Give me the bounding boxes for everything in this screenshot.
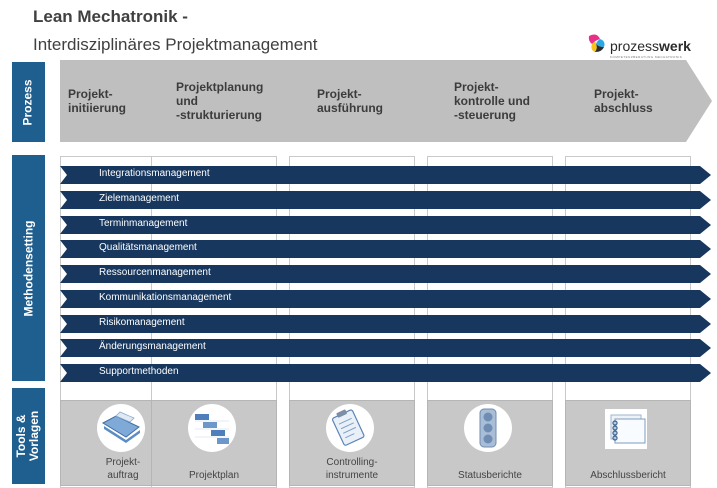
phase-5-label: Projekt-abschluss bbox=[594, 87, 653, 115]
clipboard-icon bbox=[326, 404, 374, 452]
logo-tagline: KOMPETENZBERATUNG MECHATRONIK bbox=[610, 55, 683, 59]
method-bar-goals: Zielemanagement bbox=[60, 190, 712, 210]
logo-brand-bold: werk bbox=[659, 38, 691, 54]
side-label-tools: Tools & Vorlagen bbox=[12, 388, 45, 484]
method-arrow bbox=[60, 191, 711, 209]
logo-mark-icon bbox=[588, 34, 605, 52]
method-arrow bbox=[60, 290, 711, 308]
method-arrow bbox=[60, 166, 711, 184]
method-bar-support: Supportmethoden bbox=[60, 363, 712, 383]
phase-chevron-1 bbox=[60, 60, 182, 142]
method-bar-communication: Kommunikationsmanagement bbox=[60, 289, 712, 309]
phase-chevron-2 bbox=[152, 60, 320, 142]
method-bar-risk: Risikomanagement bbox=[60, 314, 712, 334]
method-arrow bbox=[60, 364, 711, 382]
phase-chevrons bbox=[60, 60, 712, 142]
method-bar-integration: Integrationsmanagement bbox=[60, 165, 712, 185]
logo-wordmark: prozesswerk bbox=[610, 38, 691, 54]
method-arrow bbox=[60, 240, 711, 258]
method-arrow bbox=[60, 216, 711, 234]
tool-project-plan: Projektplan bbox=[151, 400, 277, 486]
tool-controlling: Controlling- instrumente bbox=[289, 400, 415, 486]
tool-status-reports: Statusberichte bbox=[427, 400, 553, 486]
binder-icon bbox=[605, 409, 647, 449]
phase-chevron-4 bbox=[428, 60, 596, 142]
phase-4-label: Projekt-kontrolle und-steuerung bbox=[454, 80, 530, 122]
tool-final-report: Abschlussbericht bbox=[565, 400, 691, 486]
folder-icon bbox=[97, 404, 145, 452]
side-label-tools-text: Tools & Vorlagen bbox=[14, 410, 42, 462]
method-bar-resources: Ressourcenmanagement bbox=[60, 264, 712, 284]
gantt-icon bbox=[188, 404, 236, 452]
phase-1-label: Projekt-initiierung bbox=[68, 87, 126, 115]
side-label-process: Prozess bbox=[12, 62, 45, 142]
method-bar-schedule: Terminmanagement bbox=[60, 215, 712, 235]
page-title: Lean Mechatronik - bbox=[33, 7, 188, 26]
method-bar-quality: Qualitätsmanagement bbox=[60, 239, 712, 259]
method-arrow bbox=[60, 265, 711, 283]
traffic-light-icon bbox=[464, 404, 512, 452]
method-arrow bbox=[60, 315, 711, 333]
logo-brand-light: prozess bbox=[610, 38, 660, 54]
method-bar-change: Änderungsmanagement bbox=[60, 338, 712, 358]
phase-chevron-5 bbox=[566, 60, 712, 142]
prozesswerk-logo: prozesswerk KOMPETENZBERATUNG MECHATRONI… bbox=[586, 28, 706, 64]
phase-3-label: Projekt-ausführung bbox=[317, 87, 383, 115]
method-arrow bbox=[60, 339, 711, 357]
page-subtitle: Interdisziplinäres Projektmanagement bbox=[33, 35, 318, 54]
phase-chevron-3 bbox=[290, 60, 458, 142]
side-label-methods: Methodensetting bbox=[12, 155, 45, 381]
